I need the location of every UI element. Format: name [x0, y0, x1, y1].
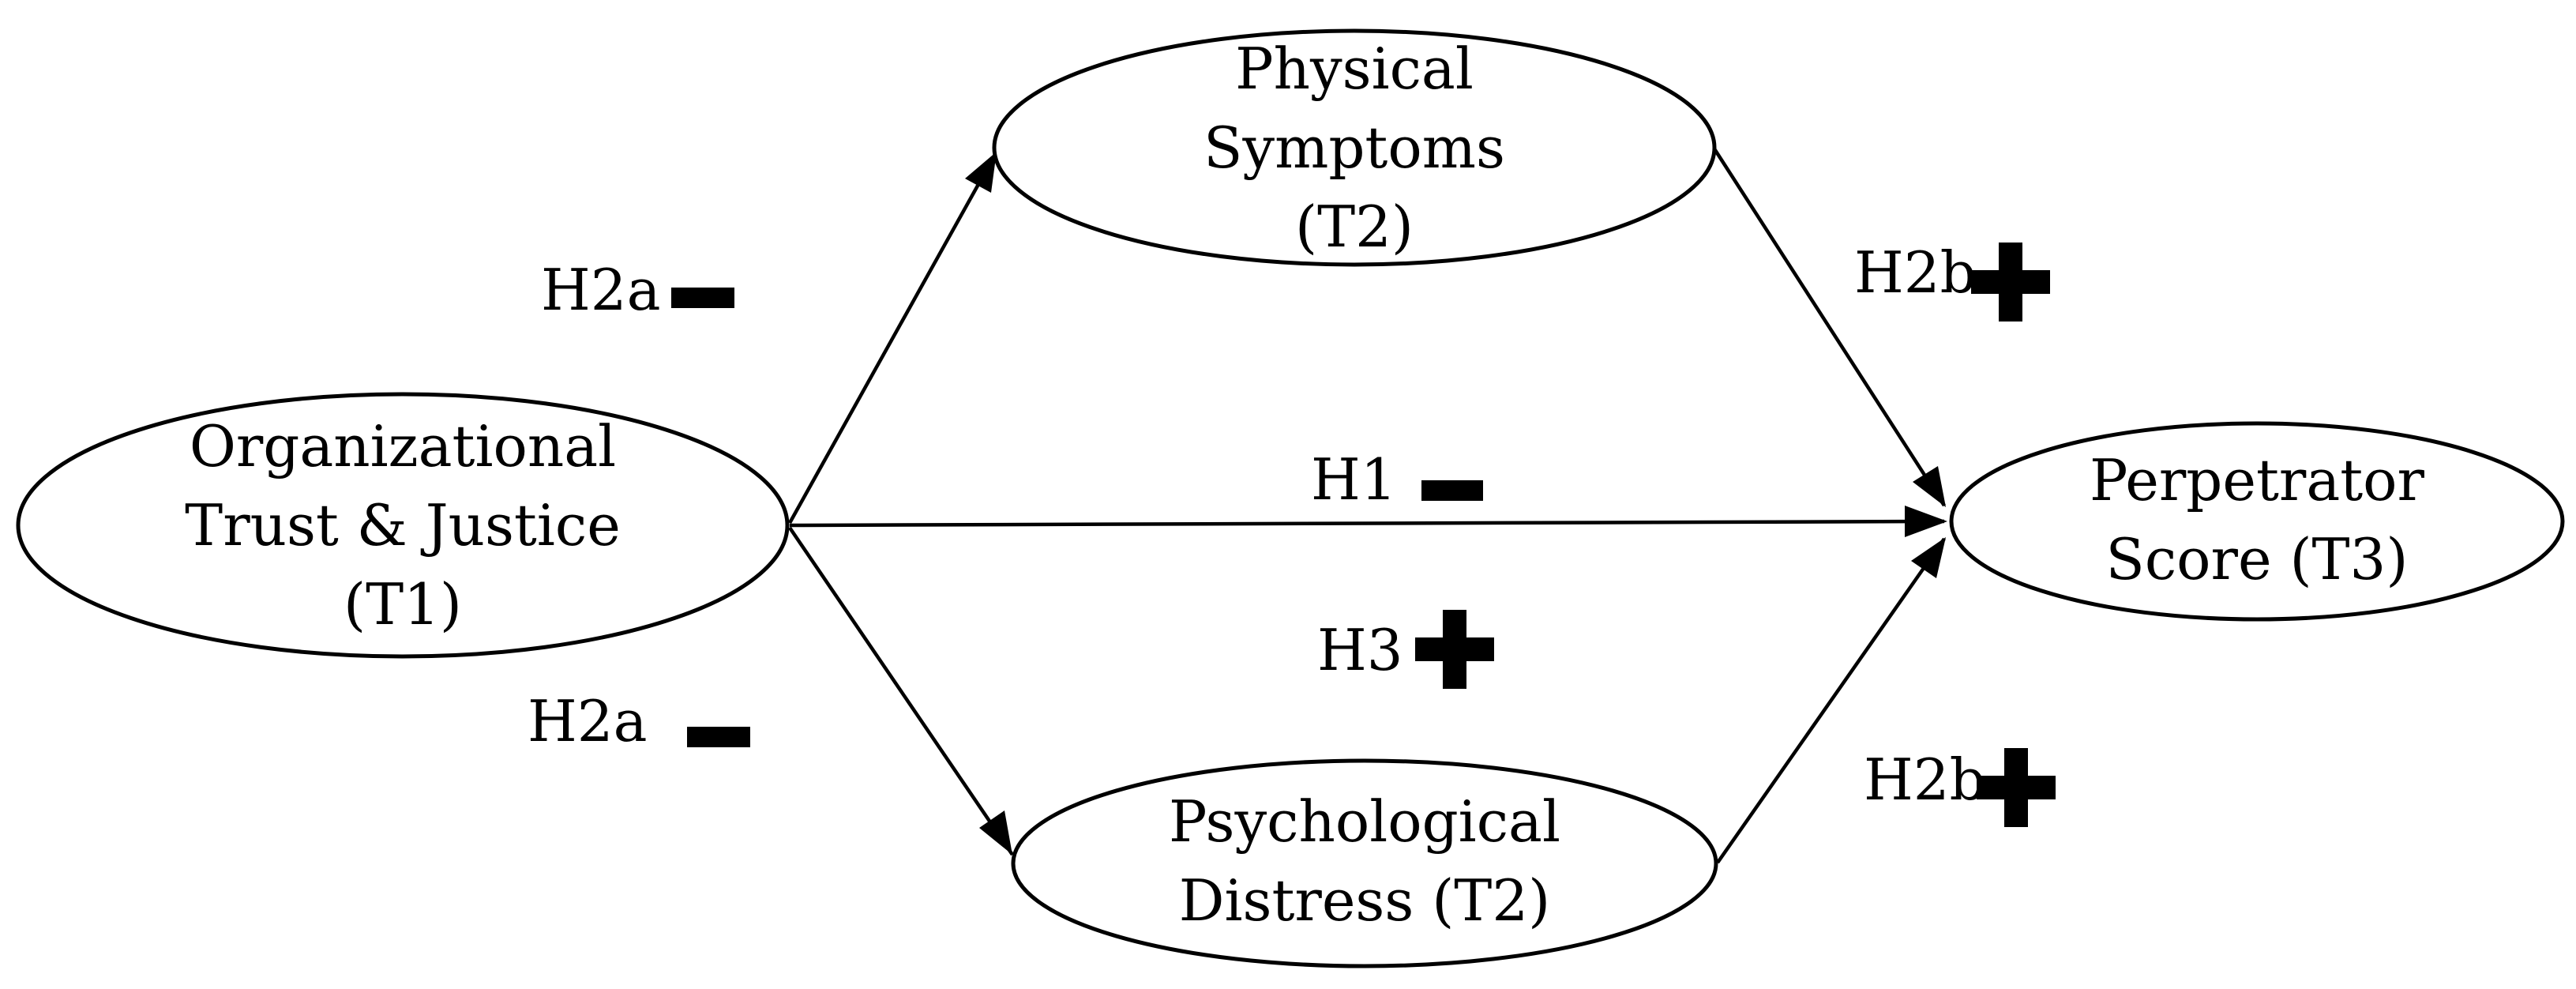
- node-trust-justice-line-2: Trust & Justice: [185, 492, 621, 558]
- node-psych-distress-line-2: Distress (T2): [1179, 867, 1550, 934]
- node-physical-symptoms-line-3: (T2): [1295, 194, 1414, 260]
- path-label-h2a-upper-text: H2a: [541, 257, 661, 323]
- node-trust-justice: Organizational Trust & Justice (T1): [16, 392, 790, 659]
- node-trust-justice-ellipse: [16, 392, 790, 659]
- node-psych-distress: Psychological Distress (T2): [1011, 758, 1718, 968]
- node-physical-symptoms-ellipse: [992, 28, 1717, 267]
- path-label-h2b-lower: H2b: [1864, 746, 2056, 827]
- node-perpetrator-ellipse: [1949, 421, 2565, 622]
- path-label-h1: H1: [1311, 446, 1483, 513]
- edge-psych-to-perpetrator: [1716, 537, 1946, 864]
- edge-trust-to-physical: [788, 150, 998, 525]
- arrowhead-trust-to-psych: [979, 810, 1012, 855]
- path-label-h2b-lower-text: H2b: [1864, 746, 1986, 813]
- path-label-h2a-lower: H2a: [528, 688, 750, 754]
- edge-trust-to-psych: [788, 526, 1014, 856]
- node-physical-symptoms-line-2: Symptoms: [1204, 115, 1505, 181]
- plus-icon: [1971, 243, 2050, 322]
- edges: [788, 146, 1947, 864]
- path-label-h3: H3: [1317, 610, 1494, 689]
- path-label-h1-text: H1: [1311, 446, 1397, 513]
- minus-icon: [671, 288, 734, 308]
- node-trust-justice-line-1: Organizational: [190, 413, 616, 479]
- path-label-h2b-upper-text: H2b: [1854, 239, 1977, 306]
- minus-icon: [1421, 480, 1483, 501]
- arrowhead-physical-to-perpetrator: [1913, 466, 1946, 507]
- minus-icon: [687, 727, 750, 747]
- path-label-h2a-upper: H2a: [541, 257, 734, 323]
- path-label-h3-text: H3: [1317, 617, 1403, 683]
- node-perpetrator: Perpetrator Score (T3): [1949, 421, 2565, 622]
- node-psych-distress-ellipse: [1011, 758, 1718, 968]
- node-trust-justice-line-3: (T1): [344, 571, 462, 637]
- node-perpetrator-line-2: Score (T3): [2106, 526, 2409, 592]
- arrowhead-psych-to-perpetrator: [1911, 537, 1946, 578]
- plus-icon: [1977, 748, 2056, 827]
- plus-icon: [1415, 610, 1494, 689]
- arrowhead-trust-to-physical: [965, 152, 997, 193]
- edge-trust-to-perpetrator: [789, 519, 1945, 528]
- edge-physical-to-perpetrator: [1712, 146, 1946, 507]
- node-physical-symptoms-line-1: Physical: [1235, 36, 1474, 102]
- path-label-h2a-lower-text: H2a: [528, 688, 648, 754]
- node-perpetrator-line-1: Perpetrator: [2090, 447, 2424, 513]
- node-physical-symptoms: Physical Symptoms (T2): [992, 28, 1717, 267]
- node-psych-distress-line-1: Psychological: [1169, 788, 1560, 855]
- path-label-h2b-upper: H2b: [1854, 239, 2050, 322]
- arrowhead-trust-to-perpetrator: [1905, 506, 1947, 537]
